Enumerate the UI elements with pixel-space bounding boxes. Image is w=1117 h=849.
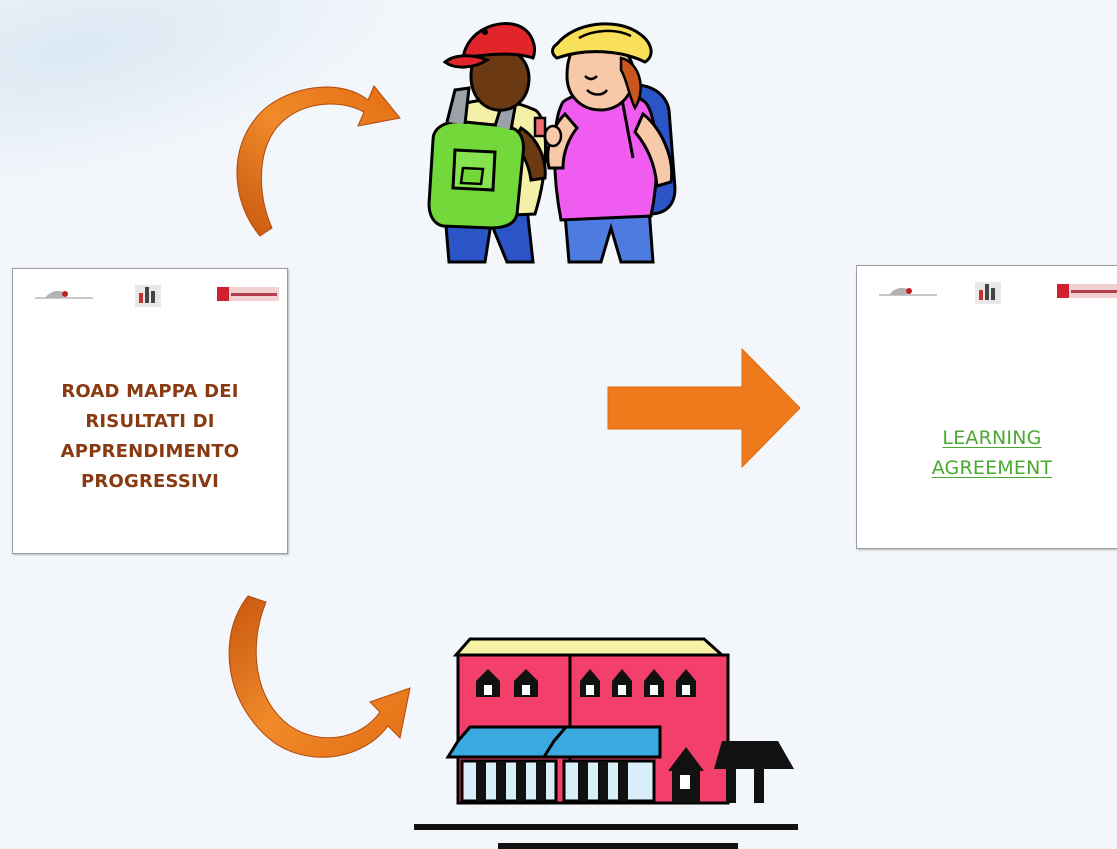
roadmap-card: ROAD MAPPA DEI RISULTATI DI APPRENDIMENT… — [12, 268, 288, 554]
roadmap-text: ROAD MAPPA DEI RISULTATI DI APPRENDIMENT… — [13, 377, 287, 497]
curved-arrow-down — [228, 595, 411, 758]
learning-agreement-card: LEARNING AGREEMENT — [856, 265, 1117, 549]
students-clipart — [427, 22, 677, 264]
roadmap-line-1: ROAD MAPPA DEI — [61, 381, 239, 402]
learning-agreement-line-2[interactable]: AGREEMENT — [931, 457, 1053, 479]
partner-logo-left — [879, 287, 937, 296]
partner-logo-left — [35, 290, 93, 299]
roadmap-line-4: PROGRESSIVI — [81, 471, 219, 492]
partner-logo-middle — [135, 285, 161, 307]
partner-logo-middle — [975, 282, 1001, 304]
learning-agreement-line-1[interactable]: LEARNING — [942, 427, 1042, 449]
curved-arrow-up — [236, 85, 401, 237]
partner-logo-right — [1057, 284, 1117, 298]
partner-logo-right — [217, 287, 279, 301]
learning-agreement-link[interactable]: LEARNING AGREEMENT — [857, 423, 1117, 483]
card-logos — [13, 281, 287, 311]
roadmap-line-3: APPRENDIMENTO — [60, 441, 240, 462]
card-logos — [857, 278, 1117, 308]
roadmap-line-2: RISULTATI DI — [85, 411, 215, 432]
building-clipart — [414, 637, 798, 849]
right-arrow — [607, 347, 801, 469]
